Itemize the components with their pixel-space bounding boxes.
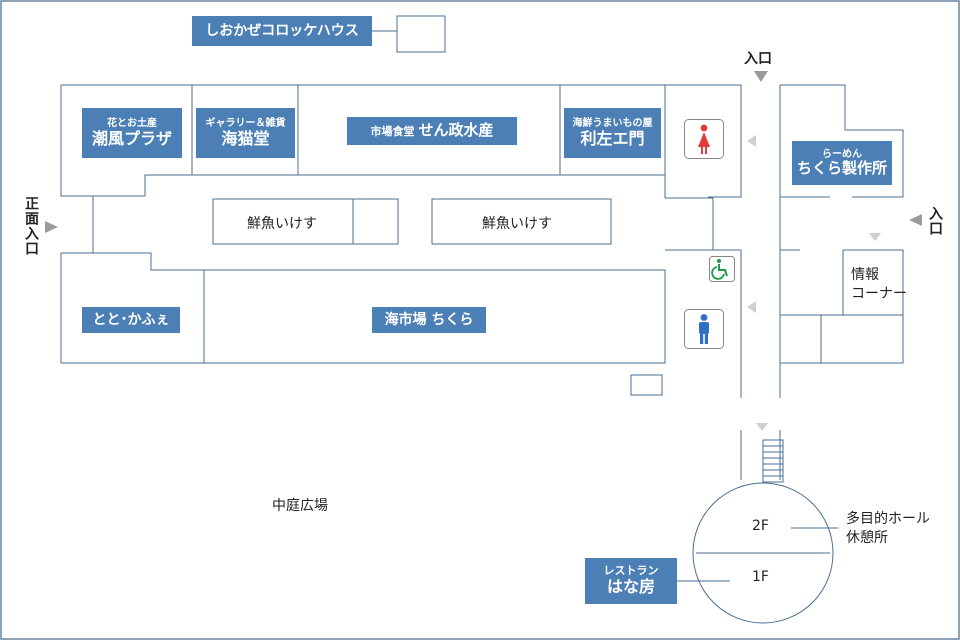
label-shiokaze-plaza: 花とお土産 潮風プラザ [82,108,182,158]
label-text: 利左エ門 [580,128,645,148]
info-corner-label: 情報 コーナー [851,266,907,304]
hall-line1: 多目的ホール [846,511,930,527]
entrance-top-label: 入口 [744,51,772,67]
label-text: はな房 [606,577,655,597]
label-restaurant-hanabo: レストラン はな房 [585,558,677,604]
label-text: せん政水産 [418,121,494,140]
label-text: 海猫堂 [221,128,270,148]
entrance-right-label: 入口 [927,206,943,236]
label-subtext: らーめん [822,148,862,160]
courtyard-label: 中庭広場 [272,498,328,514]
hall-line2: 休憩所 [846,530,888,546]
label-shiokaze-korokke-house: しおかぜコロッケハウス [192,16,372,46]
label-subtext: 市場食堂 [370,125,415,139]
wheelchair-icon [709,256,735,282]
female-restroom-icon [684,119,724,159]
label-text: とと･かふぇ [92,311,170,328]
label-text: 潮風プラザ [91,128,172,148]
multipurpose-hall-label: 多目的ホール 休憩所 [846,510,930,548]
label-text: ちくら製作所 [796,159,887,178]
label-umi-ichiba-chikura: 海市場 ちくら [372,307,486,333]
floor-1f-label: 1F [752,569,769,585]
label-subtext: 海鮮うまいもの屋 [572,118,653,130]
label-subtext: レストラン [603,564,659,578]
label-toto-cafe: とと･かふぇ [82,307,180,333]
label-text: 海市場 ちくら [384,311,474,328]
walls [60,15,904,624]
label-fish-tank-1: 鮮魚いけす [247,216,317,232]
label-chikura-seisakusho: らーめん ちくら製作所 [792,141,892,185]
label-rizaemon: 海鮮うまいもの屋 利左エ門 [564,108,661,158]
entrance-front-label: 正面入口 [23,196,39,256]
label-text: しおかぜコロッケハウス [205,22,359,39]
label-sensei-suisan: 市場食堂 せん政水産 [347,117,517,145]
male-restroom-icon [684,309,724,349]
flow-arrows [747,135,881,431]
floor-2f-label: 2F [752,518,769,534]
label-subtext: ギャラリー＆雑貨 [205,118,286,130]
label-fish-tank-2: 鮮魚いけす [482,216,552,232]
entrance-arrows [45,71,922,233]
info-corner-line2: コーナー [851,286,907,302]
info-corner-line1: 情報 [851,267,879,283]
label-umineko-do: ギャラリー＆雑貨 海猫堂 [196,108,295,158]
label-subtext: 花とお土産 [107,118,157,130]
